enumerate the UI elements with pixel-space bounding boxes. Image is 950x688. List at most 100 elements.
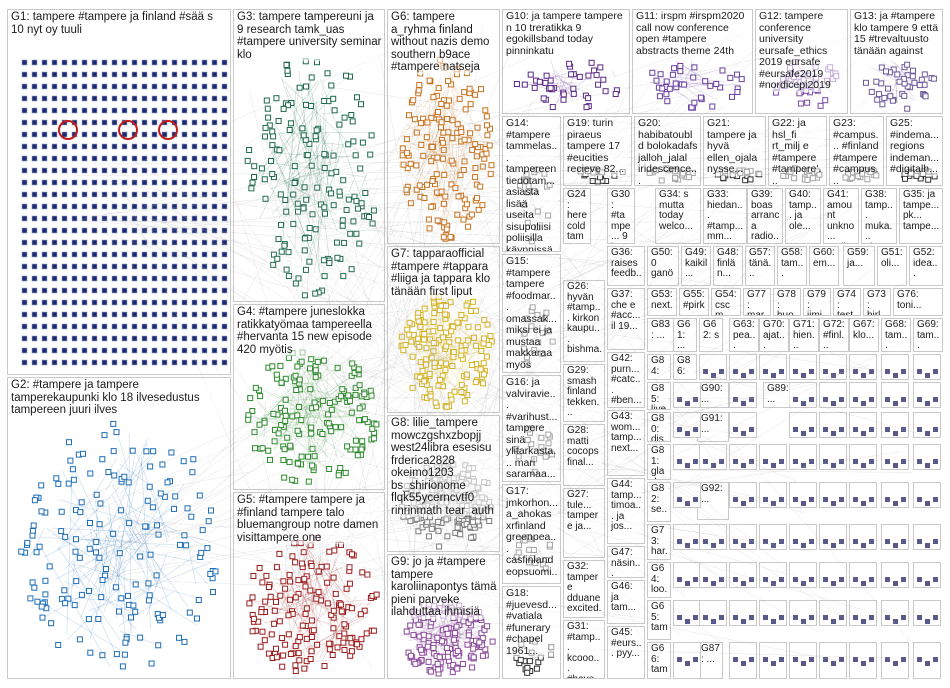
group-G16[interactable]: G16: ja valviravie... #varihust... tampe… (502, 375, 561, 482)
group-G14[interactable]: G14: #tampere tammelas... tampereen tied… (502, 116, 561, 252)
minor-group-cell[interactable] (913, 562, 941, 588)
group-G86[interactable]: G86: ... (673, 354, 697, 380)
group-G35[interactable]: G35: ja tampe... pk... tampe... (899, 188, 943, 244)
minor-group-cell[interactable] (789, 444, 817, 470)
group-G28[interactable]: G28: matti cocops final... (563, 424, 605, 486)
group-G61[interactable]: G61: ... (673, 318, 697, 352)
minor-group-cell[interactable] (729, 482, 757, 508)
group-G64[interactable]: G64: loo... (647, 562, 671, 598)
group-G25[interactable]: G25: #indema... regions indeman... #digi… (886, 116, 943, 186)
group-G78[interactable]: G78: huo... (773, 288, 801, 316)
group-G23[interactable]: G23: #campus... #finland #tampere #campu… (829, 116, 884, 186)
group-G52[interactable]: G52: idea... (909, 246, 943, 286)
minor-group-cell[interactable] (849, 382, 877, 408)
group-G41[interactable]: G41: amount unkno... really... (823, 188, 859, 244)
minor-group-cell[interactable] (699, 444, 727, 470)
minor-group-cell[interactable] (819, 642, 847, 679)
group-G31[interactable]: G31: #tamp... kcooo... #have... (563, 620, 605, 679)
group-G82[interactable]: G82: se... (647, 482, 671, 522)
group-G24[interactable]: G24: here cold tampere now peikko... (563, 188, 591, 244)
minor-group-cell[interactable] (849, 482, 877, 508)
group-G46[interactable]: G46: ja tam... (607, 580, 645, 624)
group-G11[interactable]: G11: irspm #irspm2020 call now conferenc… (632, 9, 753, 114)
minor-group-cell[interactable] (673, 562, 701, 588)
group-G10[interactable]: G10: ja tampere tampere n 10 treratikka … (502, 9, 630, 114)
minor-group-cell[interactable] (759, 482, 787, 508)
group-G1[interactable]: G1: tampere #tampere ja finland #sää s 1… (7, 9, 231, 375)
group-G66[interactable]: G66: tam... (647, 642, 671, 679)
group-G62[interactable]: G62: s (699, 318, 723, 352)
minor-group-cell[interactable] (849, 444, 877, 470)
group-G38[interactable]: G38: tamp... muka... #hom... (861, 188, 897, 244)
minor-group-cell[interactable] (729, 524, 757, 550)
group-G42[interactable]: G42: purn... #catc... #ben... (607, 352, 645, 408)
group-G53[interactable]: G53: next... (647, 288, 677, 316)
group-G58[interactable]: G58: tam... (777, 246, 807, 286)
minor-group-cell[interactable] (913, 412, 941, 438)
minor-group-cell[interactable] (819, 354, 847, 380)
group-G65[interactable]: G65: tam... (647, 600, 671, 640)
minor-group-cell[interactable] (673, 482, 701, 508)
group-G50[interactable]: G50: 0 ganö... (647, 246, 679, 286)
group-G71[interactable]: G71: hien... (789, 318, 819, 352)
group-G43[interactable]: G43: wom... tamp... next... (607, 410, 645, 476)
minor-group-cell[interactable] (819, 412, 847, 438)
group-G9[interactable]: G9: jo ja #tampere tampere karoliinapont… (387, 554, 500, 679)
minor-group-cell[interactable] (699, 562, 727, 588)
minor-group-cell[interactable] (819, 382, 847, 408)
minor-group-cell[interactable] (913, 354, 941, 380)
minor-group-cell[interactable] (729, 600, 757, 626)
group-G15[interactable]: G15: #tampere tampere #foodmar... omassa… (502, 254, 561, 373)
group-G48[interactable]: G48: finlän... (713, 246, 743, 286)
group-G67[interactable]: G67: klo... (849, 318, 879, 352)
minor-group-cell[interactable] (759, 444, 787, 470)
group-G3[interactable]: G3: tampere tampereuni ja 9 research tam… (233, 9, 385, 302)
minor-group-cell[interactable] (881, 444, 909, 470)
minor-group-cell[interactable] (789, 354, 817, 380)
group-G36[interactable]: G36: raises feedb... happ... (607, 246, 645, 286)
group-G13[interactable]: G13: ja #tampere klo tampere 9 että 15 #… (850, 9, 943, 114)
group-G57[interactable]: G57: tänä... (745, 246, 775, 286)
group-G79[interactable]: G79: jimi... (803, 288, 831, 316)
group-G30[interactable]: G30: #tampe... 9 ja ensi 25... (607, 188, 635, 244)
minor-group-cell[interactable] (849, 562, 877, 588)
minor-group-cell[interactable] (881, 600, 909, 626)
group-G40[interactable]: G40: tamp... ja ole... (785, 188, 821, 244)
minor-group-cell[interactable] (881, 642, 909, 679)
minor-group-cell[interactable] (819, 562, 847, 588)
minor-group-cell[interactable] (729, 412, 757, 438)
minor-group-cell[interactable] (759, 562, 787, 588)
group-G90[interactable]: G90: ... (697, 382, 729, 408)
group-G74[interactable]: G74: test... (833, 288, 861, 316)
group-G73[interactable]: G73: har... (647, 524, 671, 560)
minor-group-cell[interactable] (881, 412, 909, 438)
group-G45[interactable]: G45: #eurs... pyy... (607, 626, 645, 679)
minor-group-cell[interactable] (789, 382, 817, 408)
minor-group-cell[interactable] (849, 600, 877, 626)
group-G84[interactable]: G84: ... (647, 354, 671, 380)
group-G17[interactable]: G17: jmkorhon... a_ahokas xrfinland gree… (502, 484, 561, 584)
minor-group-cell[interactable] (673, 412, 701, 438)
minor-group-cell[interactable] (881, 524, 909, 550)
group-G21[interactable]: G21: tampere ja hyvä ellen_ojala nysse..… (703, 116, 766, 186)
group-G39[interactable]: G39: boas arranca radio... (747, 188, 783, 244)
group-G51[interactable]: G51: oli... (877, 246, 907, 286)
minor-group-cell[interactable] (819, 444, 847, 470)
minor-group-cell[interactable] (881, 354, 909, 380)
minor-group-cell[interactable] (759, 354, 787, 380)
group-G70[interactable]: G70: ajat... (759, 318, 789, 352)
group-G77[interactable]: G77: mar... (743, 288, 771, 316)
group-G27[interactable]: G27: tule... tampere ja... (563, 488, 605, 558)
minor-group-cell[interactable] (673, 524, 701, 550)
group-G63[interactable]: G63: pea... (729, 318, 759, 352)
group-G60[interactable]: G60: em... (809, 246, 839, 286)
group-G18[interactable]: G18: #juevesd... #vatiala #funerary #cha… (502, 586, 561, 679)
group-G49[interactable]: G49: kaikil... (681, 246, 711, 286)
minor-group-cell[interactable] (849, 354, 877, 380)
group-G12[interactable]: G12: tampere conference university eursa… (755, 9, 848, 114)
minor-group-cell[interactable] (673, 444, 701, 470)
minor-group-cell[interactable] (881, 382, 909, 408)
group-G29[interactable]: G29: smash finland tekken... (563, 364, 605, 422)
minor-group-cell[interactable] (673, 600, 701, 626)
minor-group-cell[interactable] (913, 382, 941, 408)
